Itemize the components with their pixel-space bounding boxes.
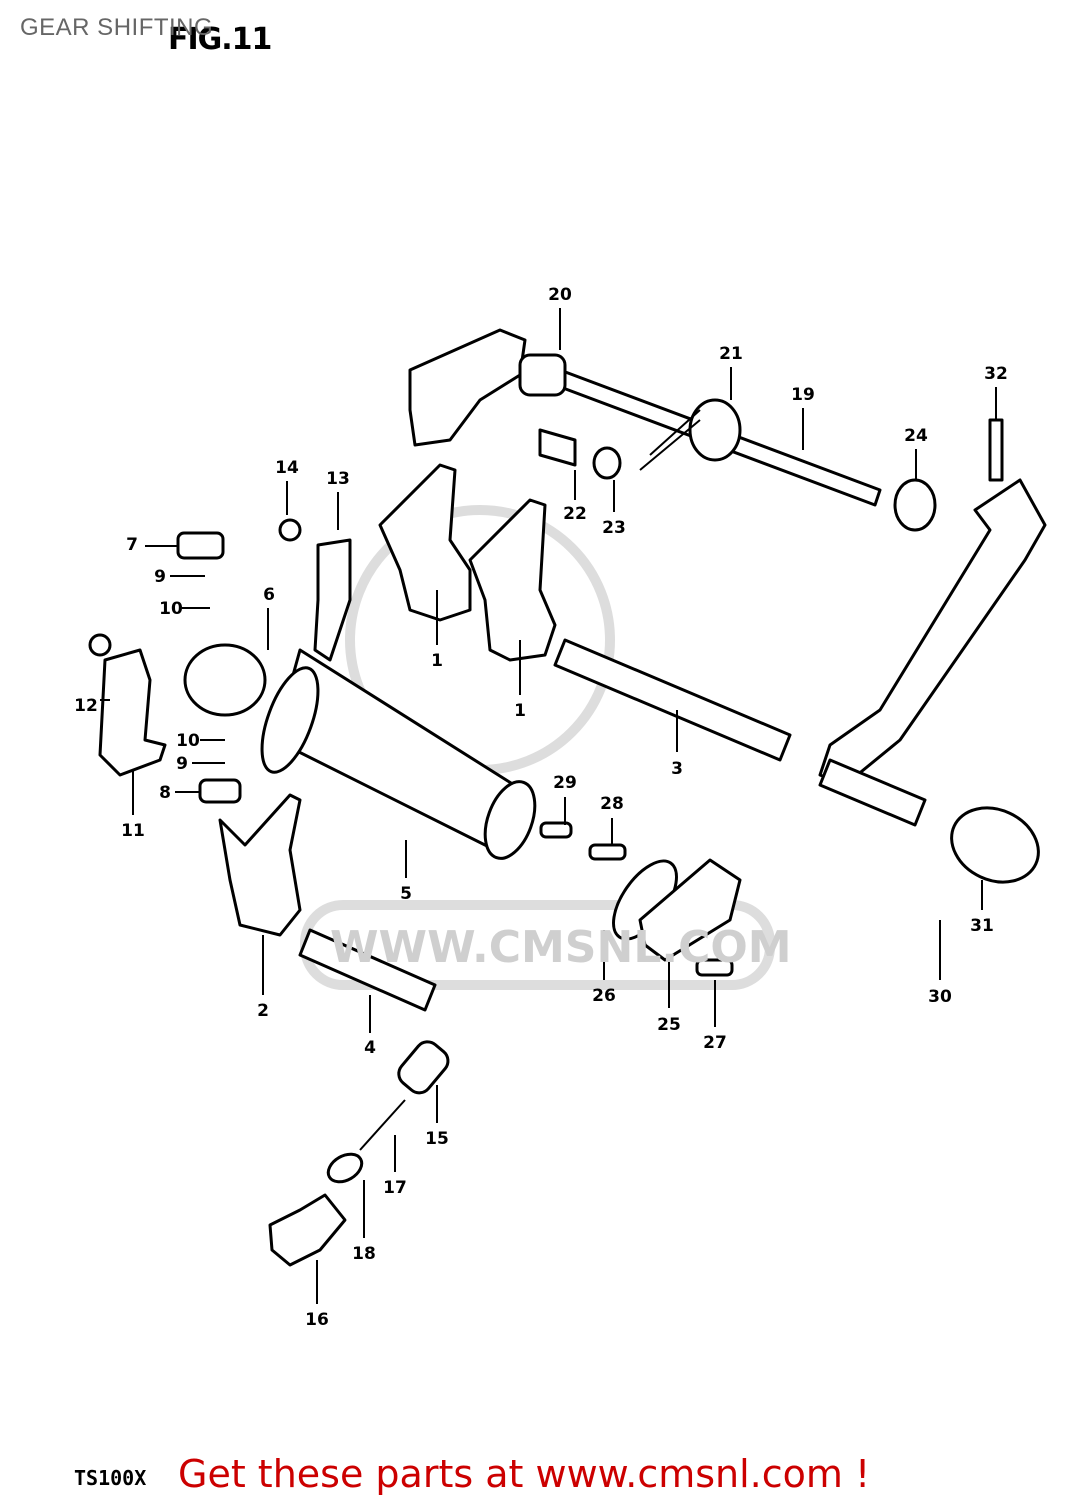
callout-32: 32 [984,364,1008,384]
callout-21: 21 [719,344,743,364]
callout-18: 18 [352,1244,376,1264]
callout-2: 2 [257,1001,269,1021]
callout-15: 15 [425,1129,449,1149]
callout-20: 20 [548,285,572,305]
callout-24: 24 [904,426,928,446]
callout-19: 19 [791,385,815,405]
callout-14: 14 [275,458,299,478]
callout-22: 22 [563,504,587,524]
callout-4: 4 [364,1038,376,1058]
callout-13: 13 [326,469,350,489]
callout-11: 11 [121,821,145,841]
callout-12: 12 [74,696,98,716]
callout-27: 27 [703,1033,727,1053]
gear-shift-shaft [408,328,1004,532]
gearshift-lever [818,478,1047,884]
callout-8: 8 [159,783,171,803]
callout-1b: 1 [514,701,526,721]
callout-9: 9 [154,567,166,587]
callout-30: 30 [928,987,952,1007]
callout-26: 26 [592,986,616,1006]
watermark-text: WWW.CMSNL.COM [330,922,792,973]
callout-labels: 20 21 19 32 24 22 23 14 13 7 9 10 6 12 1… [74,285,1008,1330]
gear-shift-cam-drum [260,648,537,860]
callout-16: 16 [305,1310,329,1330]
callout-23: 23 [602,518,626,538]
callout-6: 6 [263,585,275,605]
figure-number: FIG.11 [168,22,272,57]
callout-31: 31 [970,916,994,936]
callout-9b: 9 [176,754,188,774]
fork-shaft-3 [553,638,792,762]
callout-29: 29 [553,773,577,793]
page-title: GEAR SHIFTING [20,14,214,41]
callout-10b: 10 [176,731,200,751]
shift-forks [218,463,557,937]
fork-shaft-4 [298,928,437,1012]
callout-3: 3 [671,759,683,779]
callout-25: 25 [657,1015,681,1035]
small-parts [88,518,742,1267]
leader-lines [100,308,997,1304]
callout-1a: 1 [431,651,443,671]
callout-10: 10 [159,599,183,619]
callout-5: 5 [400,884,412,904]
callout-28: 28 [600,794,624,814]
callout-7: 7 [126,535,138,555]
promo-link[interactable]: Get these parts at www.cmsnl.com ! [178,1452,871,1496]
model-code: TS100X [74,1466,147,1490]
callout-17: 17 [383,1178,407,1198]
